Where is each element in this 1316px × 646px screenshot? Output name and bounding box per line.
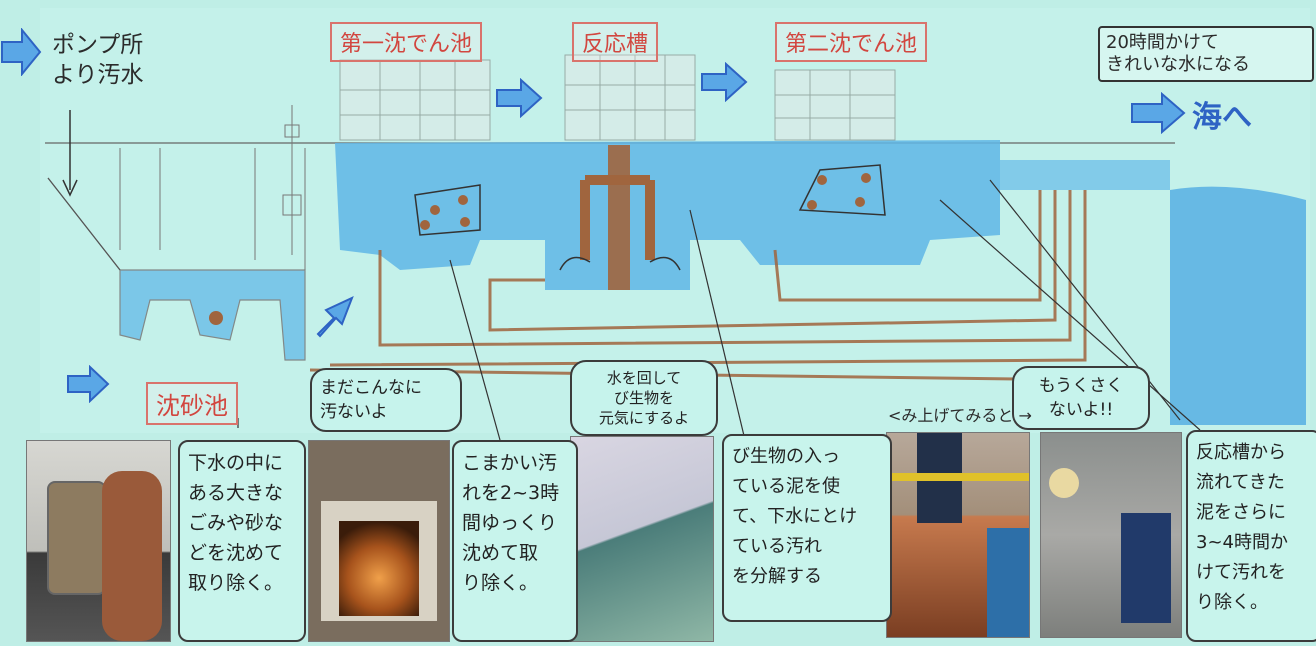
- building-sketches: [339, 54, 896, 141]
- aerator-shaft: [608, 145, 630, 290]
- grit-chamber-label: 沈砂池: [146, 382, 238, 425]
- sea-water: [1170, 186, 1306, 425]
- photo-reactor-tank: [570, 436, 714, 642]
- grit-chamber: [47, 177, 306, 361]
- sludge-blobs: [414, 164, 886, 236]
- flow-arrow-2-icon: [700, 61, 748, 106]
- note-grit: 下水の中に ある大きな ごみや砂な どを沈めて 取り除く。: [178, 440, 306, 642]
- flow-arrow-1-icon: [495, 77, 543, 122]
- flow-arrow-sea-icon: [1130, 91, 1186, 138]
- flow-arrow-up-icon: [312, 294, 356, 342]
- photo-lift-water: [886, 432, 1030, 638]
- note-first: こまかい汚 れを2~3時 間ゆっくり 沈めて取 り除く。: [452, 440, 578, 642]
- second-settling-label: 第二沈でん池: [775, 22, 928, 62]
- photo-settling-tank: [308, 440, 450, 642]
- time-box: 20時間かけて きれいな水になる: [1098, 26, 1314, 82]
- reactor-label: 反応槽: [572, 22, 659, 62]
- bubble-spin-water: 水を回して び生物を 元気にするよ: [570, 360, 718, 436]
- tank-water: [335, 140, 1000, 290]
- caption-lift: <み上げてみると →: [888, 406, 1032, 425]
- bubble-no-smell: もうくさく ないよ!!: [1012, 366, 1150, 430]
- first-settling-label: 第一沈でん池: [330, 22, 483, 62]
- photo-inspecting: [1040, 432, 1182, 638]
- note-second: 反応槽から 流れてきた 泥をさらに 3~4時間か けて汚れを り除く。: [1186, 430, 1316, 642]
- flow-arrow-grit-icon: [66, 364, 110, 407]
- debris: [209, 311, 223, 325]
- note-reactor: び生物の入っ ている泥を使 て、下水にとけ ている汚れ を分解する: [722, 434, 892, 622]
- photo-sample-bottle: [26, 440, 171, 642]
- flow-arrow-in-icon: [0, 27, 42, 80]
- pump-label: ポンプ所 より汚水: [52, 32, 144, 88]
- outflow-channel: [1000, 160, 1170, 190]
- bubble-still-dirty: まだこんなに 汚ないよ: [310, 368, 462, 432]
- to-sea-label: 海へ: [1192, 100, 1252, 135]
